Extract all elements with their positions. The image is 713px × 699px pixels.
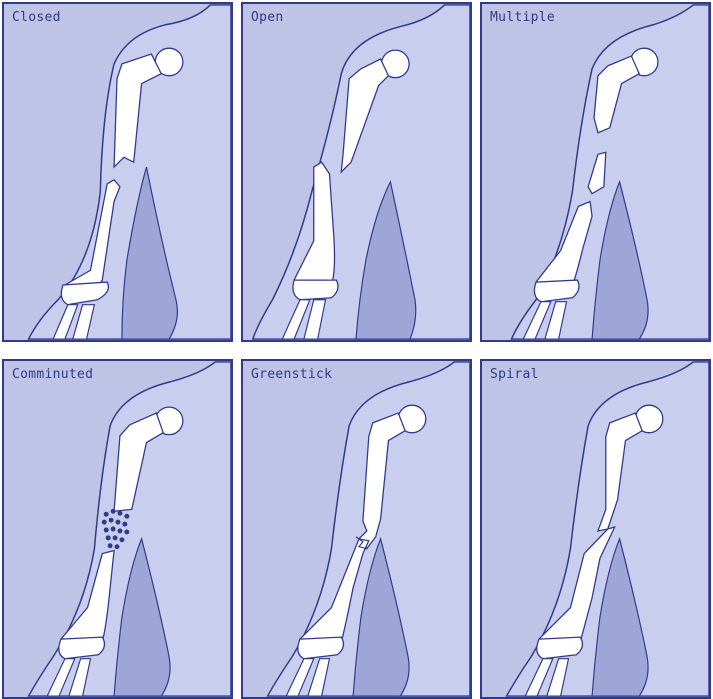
panel-multiple: Multiple — [480, 2, 711, 342]
panel-label-spiral: Spiral — [490, 367, 539, 382]
panel-spiral: Spiral — [480, 359, 711, 699]
panel-label-multiple: Multiple — [490, 10, 555, 25]
panel-label-comminuted: Comminuted — [12, 367, 93, 382]
open-fracture-illustration — [243, 4, 470, 340]
multiple-fracture-illustration — [482, 4, 709, 340]
panel-label-greenstick: Greenstick — [251, 367, 332, 382]
comminuted-fracture-illustration — [4, 361, 231, 697]
spiral-fracture-illustration — [482, 361, 709, 697]
panel-comminuted: Comminuted — [2, 359, 233, 699]
panel-label-closed: Closed — [12, 10, 61, 25]
closed-fracture-illustration — [4, 4, 231, 340]
panel-label-open: Open — [251, 10, 284, 25]
panel-open: Open — [241, 2, 472, 342]
greenstick-fracture-illustration — [243, 361, 470, 697]
panel-greenstick: Greenstick — [241, 359, 472, 699]
panel-closed: Closed — [2, 2, 233, 342]
